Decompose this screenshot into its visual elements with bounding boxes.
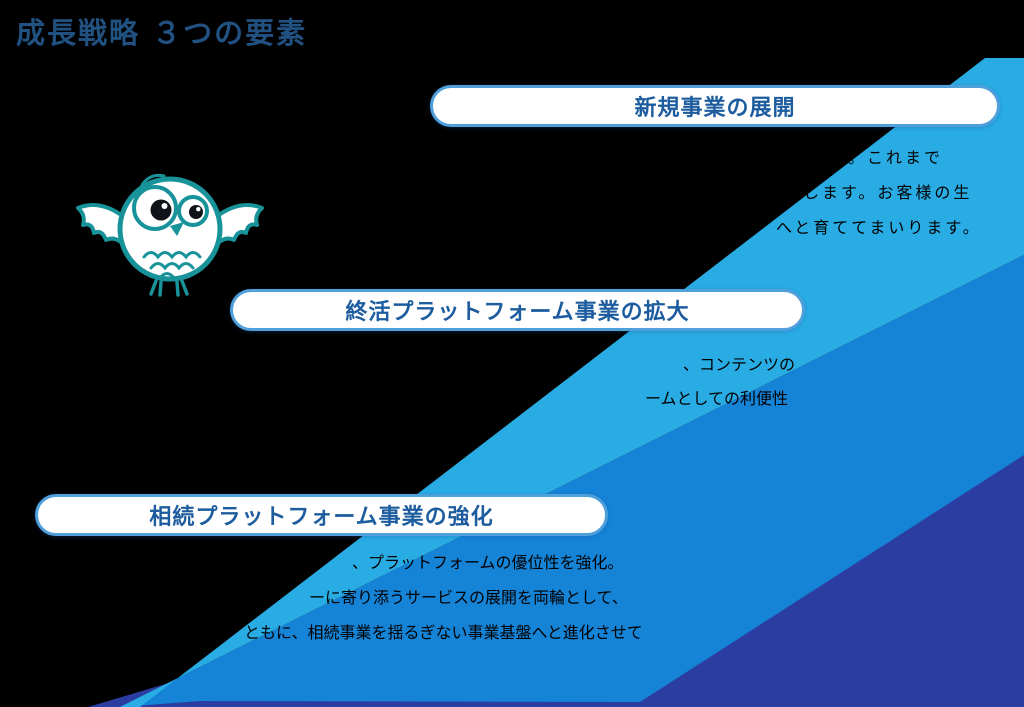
- owl-icon: [76, 173, 264, 297]
- owl-chest-feathers: [142, 251, 202, 260]
- owl-right-eye-glint: [196, 207, 201, 212]
- band-cyan: [120, 58, 1024, 707]
- owl-left-pupil: [150, 199, 172, 221]
- owl-chest-feathers: [158, 272, 176, 280]
- owl-beak: [170, 222, 184, 236]
- body-text-fragment: 。これまで: [848, 148, 944, 167]
- body-text-fragment: 、コンテンツの: [683, 355, 796, 374]
- pill-new-business: 新規事業の展開: [430, 85, 1000, 127]
- page-title: 成長戦略 ３つの要素: [16, 16, 308, 50]
- body-text-fragment: 、プラットフォームの優位性を強化。: [352, 553, 624, 572]
- owl-right-wing: [214, 203, 264, 245]
- owl-right-pupil: [189, 205, 203, 219]
- body-text-fragment: ともに、相続事業を揺るぎない事業基盤へと進化させて: [244, 623, 643, 642]
- owl-tuft: [140, 173, 166, 187]
- owl-chest-feathers: [149, 262, 195, 271]
- owl-mascot: [70, 153, 265, 305]
- owl-left-wing: [76, 203, 126, 245]
- owl-right-foot: [175, 279, 189, 297]
- owl-left-eye-glint: [161, 203, 168, 209]
- body-text-fragment: ーに寄り添うサービスの展開を両輪として、: [309, 588, 628, 607]
- pill-shukatsu-platform: 終活プラットフォーム事業の拡大: [230, 289, 805, 331]
- pill-souzoku-platform: 相続プラットフォーム事業の強化: [35, 494, 608, 536]
- body-text-fragment: します。お客様の生: [803, 183, 973, 202]
- owl-left-foot: [149, 279, 163, 297]
- body-text-fragment: ームとしての利便性: [645, 389, 789, 408]
- body-text-fragment: へと育ててまいります。: [776, 218, 982, 237]
